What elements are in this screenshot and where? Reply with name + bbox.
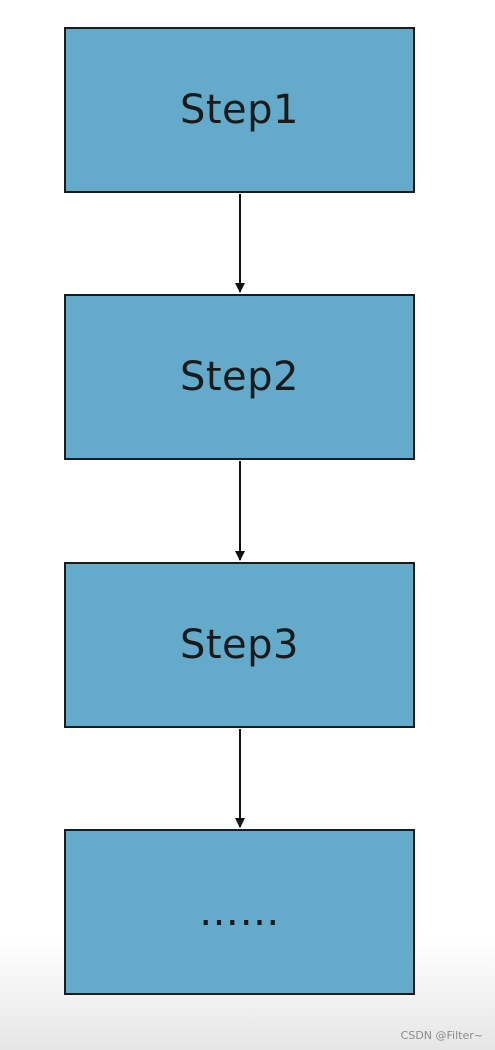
step3-box: Step3 [64,562,415,728]
step1-box: Step1 [64,27,415,193]
step1-label: Step1 [179,87,300,133]
step2-label: Step2 [179,354,300,400]
ellipsis-label: …… [199,889,280,935]
step2-box: Step2 [64,294,415,460]
step3-label: Step3 [179,622,300,668]
ellipsis-box: …… [64,829,415,995]
watermark: CSDN @Filter~ [400,1029,483,1042]
